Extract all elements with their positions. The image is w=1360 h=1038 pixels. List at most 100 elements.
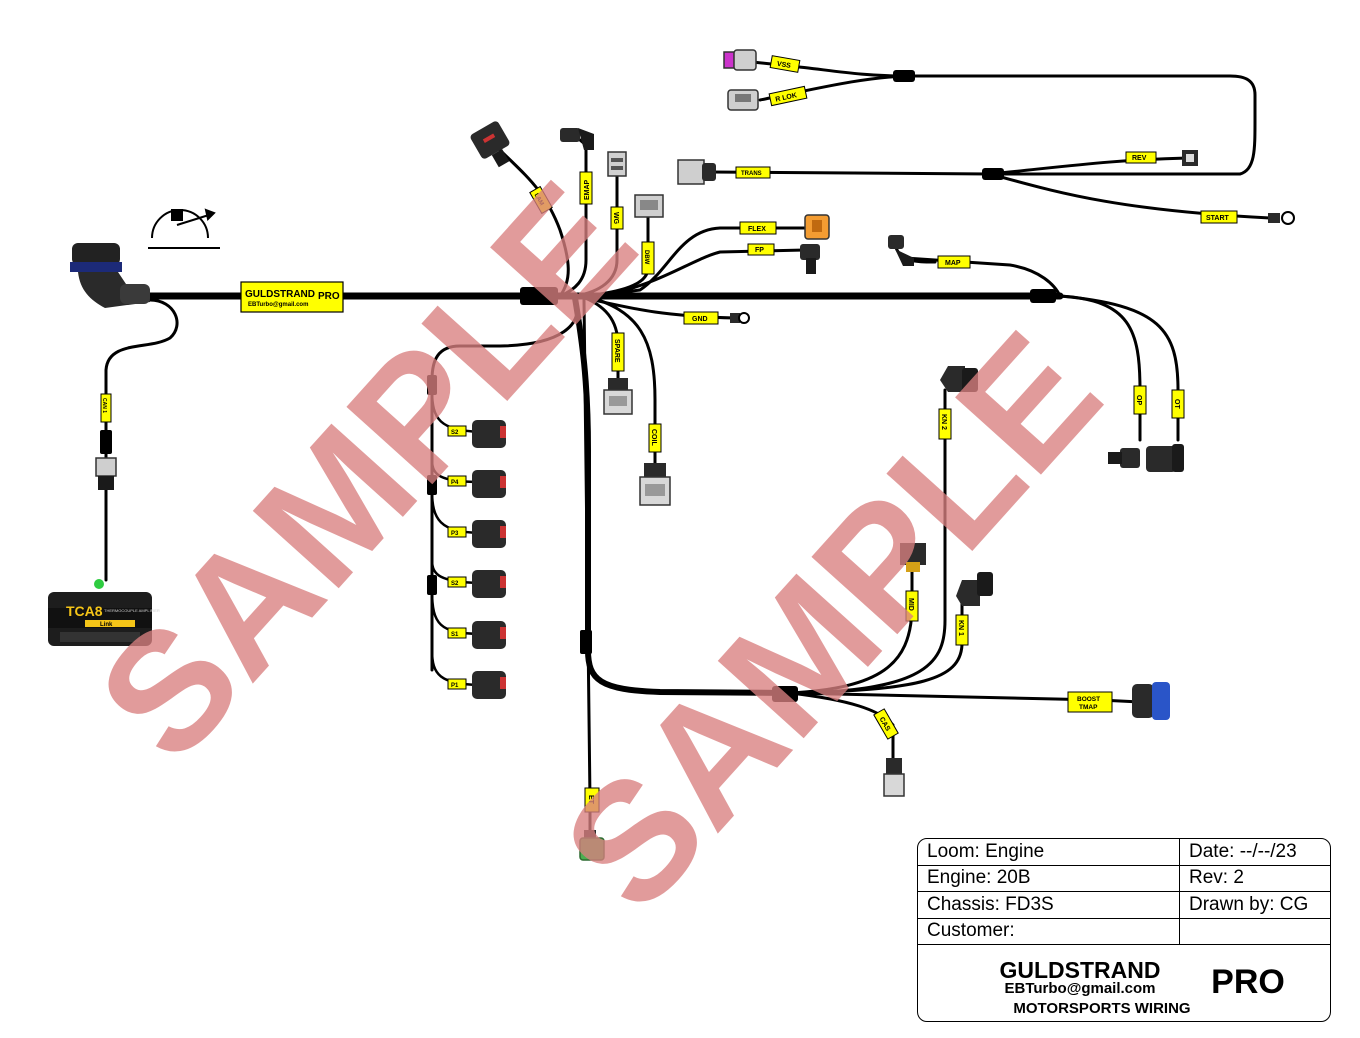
wire-labels: GULDSTRAND PRO EBTurbo@gmail.com FLEX FP… bbox=[100, 55, 1238, 813]
splices bbox=[100, 70, 1056, 702]
injector-connectors bbox=[472, 420, 506, 699]
inj-branch-5 bbox=[430, 588, 482, 636]
tca8-brand: TCA8 bbox=[66, 603, 103, 619]
engine-cell: Engine: 20B bbox=[918, 865, 1180, 892]
label-kn2: KN 2 bbox=[938, 408, 952, 440]
svg-text:OP: OP bbox=[1135, 395, 1142, 405]
rev-connector bbox=[1182, 150, 1198, 166]
svg-text:KN 1: KN 1 bbox=[957, 620, 964, 636]
svg-text:SPARE: SPARE bbox=[613, 339, 620, 363]
svg-text:DBW: DBW bbox=[643, 250, 649, 265]
label-emap: EMAP bbox=[579, 171, 593, 205]
start-connector bbox=[1268, 211, 1295, 225]
tca8-module: TCA8 THERMOCOUPLE AMPLIFIER Link bbox=[48, 579, 160, 646]
splice bbox=[427, 375, 437, 395]
svg-text:MAP: MAP bbox=[945, 260, 961, 267]
label-rev: REV bbox=[1125, 151, 1157, 164]
splice bbox=[772, 686, 798, 702]
can-inline-connector bbox=[95, 457, 117, 490]
watermarks: SAMPLE SAMPLE bbox=[62, 148, 1135, 944]
title-block: Loom: Engine Date: --/--/23 Engine: 20B … bbox=[917, 838, 1331, 1022]
splice bbox=[580, 630, 592, 654]
logo-email: EBTurbo@gmail.com bbox=[1004, 980, 1156, 997]
wg-connector bbox=[607, 151, 627, 177]
fp-wire bbox=[598, 248, 807, 298]
label-trans: TRANS bbox=[735, 166, 771, 179]
label-op: OP bbox=[1133, 385, 1147, 415]
label-ot: OT bbox=[1171, 389, 1185, 419]
et-connector bbox=[579, 830, 605, 861]
gauge-symbol-icon bbox=[148, 208, 220, 249]
brand-tag-name: GULDSTRAND bbox=[245, 289, 315, 300]
can-wire bbox=[104, 298, 179, 582]
label-mid: MID bbox=[905, 590, 919, 622]
date-cell: Date: --/--/23 bbox=[1179, 839, 1330, 866]
svg-text:KN 2: KN 2 bbox=[940, 414, 947, 430]
cas-connector bbox=[883, 758, 905, 797]
ot-connector bbox=[1146, 444, 1184, 472]
splice bbox=[893, 70, 915, 82]
lam-wire bbox=[498, 148, 570, 298]
splice bbox=[100, 430, 112, 454]
svg-text:VSS: VSS bbox=[776, 61, 791, 70]
label-inj-3: P3 bbox=[447, 526, 467, 538]
chassis-cell: Chassis: FD3S bbox=[918, 891, 1180, 919]
rlok-connector bbox=[727, 89, 759, 111]
injector-plug bbox=[472, 470, 506, 498]
label-inj-1: S2 bbox=[447, 425, 467, 437]
svg-text:WG: WG bbox=[612, 212, 619, 225]
label-rlok: R LOK bbox=[768, 85, 808, 107]
kn2-wire bbox=[788, 388, 947, 695]
label-lam: LAM bbox=[529, 185, 553, 215]
emap-connector bbox=[560, 128, 594, 150]
inj-branch-3 bbox=[430, 488, 482, 535]
title-row-4: Customer: bbox=[918, 918, 1330, 945]
flex-wire bbox=[588, 226, 807, 298]
svg-text:OT: OT bbox=[1173, 399, 1180, 409]
tca8-subtitle: THERMOCOUPLE AMPLIFIER bbox=[104, 608, 160, 613]
inj-branch-1 bbox=[430, 388, 482, 434]
trans-connector bbox=[677, 159, 716, 185]
label-coil: COIL bbox=[648, 423, 662, 453]
inj-branch-6 bbox=[430, 648, 482, 687]
svg-text:P1: P1 bbox=[451, 683, 459, 689]
brand-tag-email: EBTurbo@gmail.com bbox=[248, 302, 308, 308]
svg-text:P3: P3 bbox=[451, 531, 459, 537]
svg-text:LAM: LAM bbox=[533, 193, 545, 207]
loom-cell: Loom: Engine bbox=[918, 839, 1180, 866]
label-cas: CAS bbox=[873, 708, 899, 740]
svg-text:R LOK: R LOK bbox=[775, 92, 798, 103]
label-spare: SPARE bbox=[611, 332, 625, 372]
svg-text:P4: P4 bbox=[451, 480, 459, 486]
svg-text:TMAP: TMAP bbox=[1079, 704, 1098, 711]
svg-text:COIL: COIL bbox=[650, 429, 657, 446]
wg-wire bbox=[573, 173, 619, 298]
flex-connector bbox=[804, 214, 830, 240]
boost-connector bbox=[1132, 682, 1170, 720]
rev-wire bbox=[988, 156, 1190, 176]
customer-extra-cell bbox=[1179, 918, 1330, 945]
injector-tabs bbox=[500, 426, 506, 689]
drawn-by-cell: Drawn by: CG bbox=[1179, 891, 1330, 919]
kn1-connector bbox=[956, 572, 993, 606]
svg-text:TRANS: TRANS bbox=[741, 171, 762, 177]
svg-text:FLEX: FLEX bbox=[748, 226, 766, 233]
rev-cell: Rev: 2 bbox=[1179, 865, 1330, 892]
tca8-maker: Link bbox=[100, 622, 113, 628]
svg-text:MID: MID bbox=[907, 598, 914, 611]
splice bbox=[520, 287, 558, 305]
svg-text:S2: S2 bbox=[451, 430, 459, 436]
label-boost: BOOST TMAP bbox=[1067, 691, 1113, 713]
watermark-left: SAMPLE bbox=[62, 148, 670, 794]
emap-wire bbox=[558, 138, 588, 298]
label-flex: FLEX bbox=[739, 221, 777, 235]
ecu-connector bbox=[70, 243, 150, 308]
label-inj-6: P1 bbox=[447, 678, 467, 690]
svg-text:ET: ET bbox=[587, 795, 594, 805]
label-can: CAN 1 bbox=[100, 393, 112, 423]
splice bbox=[427, 575, 437, 595]
lambda-connector bbox=[470, 121, 510, 168]
injector-trunk bbox=[430, 296, 579, 672]
inj-branch-4 bbox=[430, 558, 482, 585]
dbw-connector bbox=[634, 194, 664, 218]
